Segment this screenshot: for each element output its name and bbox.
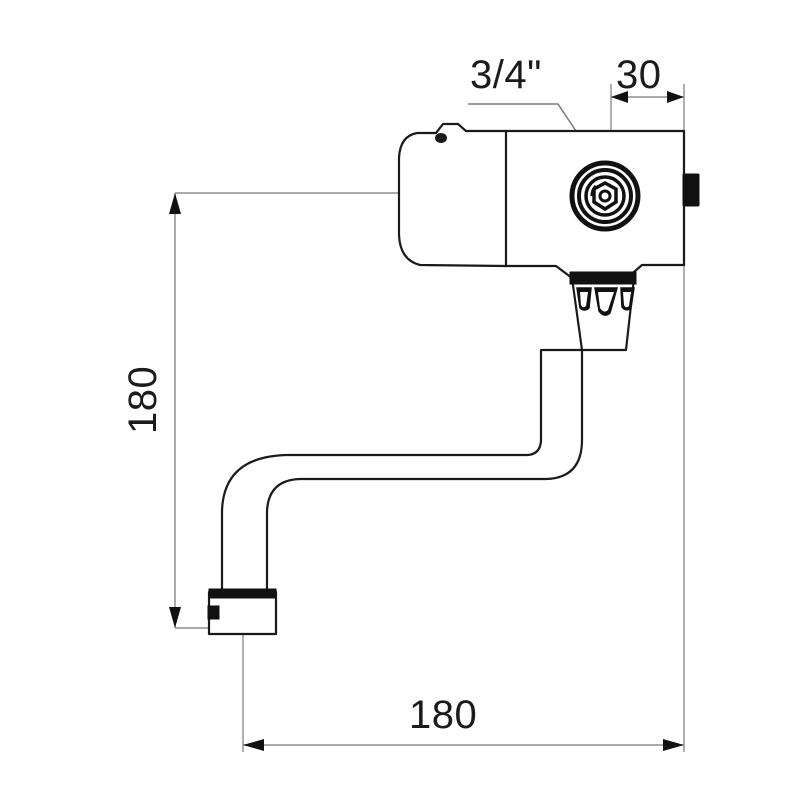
lever-cap-screw-detail (435, 133, 447, 143)
inlet-bore-circle (598, 189, 612, 203)
lever-cap-outline (397, 122, 508, 268)
overall-reach-label: 180 (409, 693, 477, 737)
spout-collar (569, 271, 637, 352)
arrowhead-height-bottom (169, 607, 181, 628)
spout-outlet-aerator (207, 588, 278, 636)
inlet-offset-label: 30 (616, 53, 662, 97)
arrowhead-30-right (667, 91, 684, 103)
inlet-notch-detail (590, 184, 598, 197)
arrowhead-reach-left (243, 739, 264, 751)
collar-cutout-right-inner (623, 292, 631, 308)
aerator-side-notch (207, 605, 220, 620)
overall-height-label: 180 (121, 366, 165, 434)
aerator-top-band (208, 588, 277, 599)
thread-size-label: 3/4" (470, 53, 542, 97)
swan-neck-spout-tube (220, 348, 584, 594)
side-mounting-tab (682, 173, 700, 207)
collar-cutout-center-inner (598, 292, 614, 312)
lever-handle-cap (397, 122, 508, 268)
inlet-connection-fitting (569, 160, 641, 232)
arrowhead-height-top (169, 193, 181, 214)
arrowhead-30-left (611, 91, 628, 103)
spout-collar-top-band (569, 271, 637, 285)
arrowhead-reach-right (663, 739, 684, 751)
spout-tube-outline (220, 348, 584, 594)
collar-cutout-left-inner (580, 292, 588, 308)
